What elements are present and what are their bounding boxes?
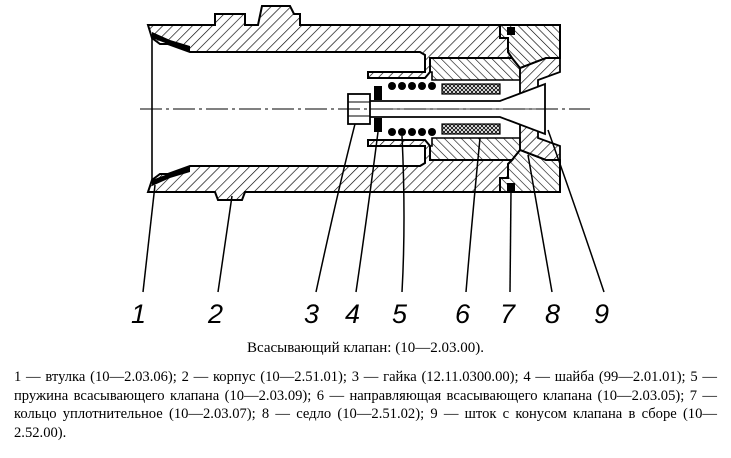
sleeve-lower (152, 166, 190, 186)
spring-upper (388, 82, 436, 90)
washer-upper (374, 86, 382, 100)
sleeve-upper (152, 32, 190, 52)
callout-6: 6 (455, 299, 471, 329)
callout-9: 9 (594, 299, 609, 329)
callout-3: 3 (304, 299, 319, 329)
figure-title: Всасывающий клапан: (10—2.03.00). (247, 340, 484, 356)
callout-1: 1 (131, 299, 146, 329)
guide-insert-upper (441, 83, 501, 95)
guide-lower (429, 137, 521, 161)
seat (519, 57, 561, 161)
leader-lines (142, 123, 605, 293)
figure-legend: 1 — втулка (10—2.03.06); 2 — корпус (10—… (14, 369, 717, 441)
guide-upper (429, 57, 521, 81)
callout-4: 4 (345, 299, 360, 329)
sealing-ring-upper (507, 27, 515, 35)
washer-lower (374, 118, 382, 132)
callout-2: 2 (207, 299, 223, 329)
callout-8: 8 (545, 299, 560, 329)
sealing-ring-lower (507, 183, 515, 191)
callout-5: 5 (392, 299, 408, 329)
guide-insert-lower (441, 123, 501, 135)
valve-cross-section-drawing: 1 2 3 4 5 6 7 8 9 (131, 5, 609, 329)
callout-7: 7 (500, 299, 516, 329)
spring-lower (388, 128, 436, 136)
